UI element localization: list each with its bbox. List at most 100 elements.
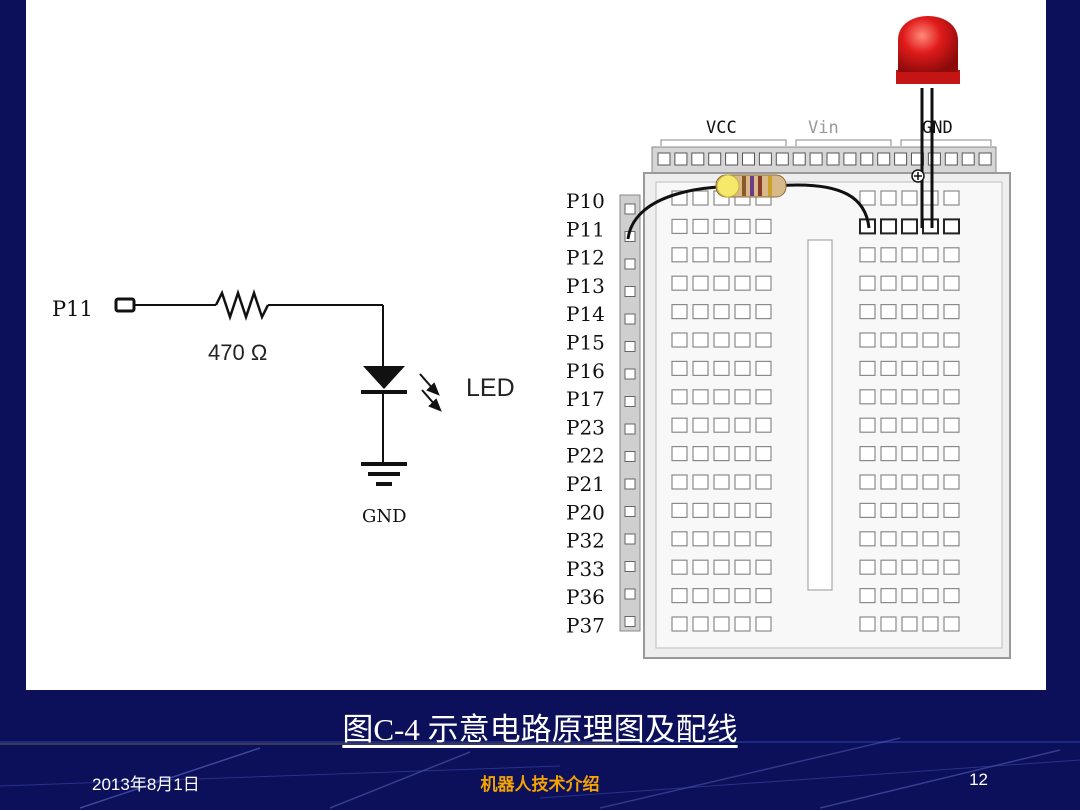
breadboard-hole (692, 446, 709, 462)
header-socket (978, 152, 992, 166)
breadboard-hole (692, 275, 709, 291)
breadboard-hole (901, 417, 918, 433)
header-socket (624, 203, 636, 215)
breadboard-hole (859, 332, 876, 348)
pin-label: P23 (566, 415, 605, 439)
header-socket (927, 152, 941, 166)
breadboard-hole (880, 332, 897, 348)
breadboard-hole (671, 559, 688, 575)
breadboard-hole (901, 616, 918, 632)
header-label-vcc: VCC (706, 118, 737, 138)
led-label: LED (466, 374, 515, 402)
pin-label-column: P10P11P12P13P14P15P16P17P23P22P21P20P32P… (566, 189, 605, 638)
breadboard-hole (755, 332, 772, 348)
pin-label: P15 (566, 331, 605, 355)
pin-label: P37 (566, 614, 605, 638)
breadboard-hole (734, 587, 751, 604)
pin-label: P33 (566, 557, 605, 581)
breadboard-hole (692, 559, 709, 575)
breadboard-hole (859, 446, 876, 462)
breadboard-hole (692, 616, 709, 632)
breadboard-hole (859, 389, 876, 405)
breadboard-hole (922, 474, 939, 490)
header-socket (624, 451, 636, 462)
header-socket (624, 313, 636, 325)
breadboard-hole (713, 474, 730, 490)
breadboard-hole (943, 587, 960, 604)
left-header-strip (619, 194, 641, 632)
breadboard-hole (734, 502, 751, 518)
breadboard-hole (901, 304, 918, 320)
footer-date: 2013年8月1日 (92, 775, 200, 794)
pin-label: P20 (566, 500, 605, 524)
breadboard-hole (713, 304, 730, 320)
breadboard-hole (859, 616, 876, 632)
center-channel (807, 239, 833, 591)
breadboard-hole (859, 559, 876, 575)
breadboard-hole (922, 502, 939, 518)
header-bracket (795, 139, 892, 146)
breadboard-hole (880, 360, 897, 376)
breadboard-hole (671, 531, 688, 547)
breadboard-hole (922, 417, 939, 433)
breadboard-hole (943, 247, 960, 263)
breadboard-hole (755, 389, 772, 405)
breadboard-hole (901, 559, 918, 575)
pin-label: P36 (566, 585, 605, 609)
breadboard-hole (713, 417, 730, 433)
breadboard-hole (859, 360, 876, 376)
breadboard-hole (880, 531, 897, 547)
breadboard-hole (692, 190, 709, 206)
header-socket (843, 152, 857, 166)
breadboard-hole (901, 446, 918, 462)
breadboard-hole (901, 531, 918, 547)
breadboard-hole (880, 587, 897, 604)
breadboard-hole (734, 304, 751, 320)
breadboard-hole (922, 587, 939, 604)
header-socket (961, 152, 975, 166)
breadboard-hole (734, 360, 751, 376)
breadboard-hole (692, 247, 709, 263)
breadboard-hole (734, 559, 751, 575)
header-label-vin: Vin (808, 118, 839, 138)
breadboard-hole (671, 417, 688, 433)
pin-label: P11 (566, 217, 605, 241)
breadboard-hole (671, 474, 688, 490)
header-socket (624, 286, 636, 297)
breadboard-hole (901, 247, 918, 263)
breadboard-hole (713, 247, 730, 263)
breadboard-hole (755, 417, 772, 433)
breadboard-hole (692, 218, 709, 234)
breadboard-hole (671, 502, 688, 518)
breadboard-hole (922, 531, 939, 547)
breadboard-hole (943, 559, 960, 575)
breadboard-hole (880, 474, 897, 490)
breadboard-hole (671, 247, 688, 263)
breadboard-hole (943, 531, 960, 547)
header-socket (624, 423, 636, 435)
breadboard-hole (901, 218, 918, 235)
pin-label: P21 (566, 472, 605, 496)
header-label-gnd: GND (922, 118, 953, 138)
header-socket (624, 588, 636, 600)
header-socket (624, 258, 636, 270)
breadboard-hole (943, 502, 960, 518)
breadboard-hole (880, 275, 897, 291)
breadboard-hole (880, 616, 897, 632)
breadboard-hole (671, 275, 688, 291)
header-socket (657, 152, 671, 166)
wire-resistor-to-led (773, 183, 871, 229)
breadboard-hole (755, 247, 772, 263)
pin-label: P12 (566, 246, 605, 270)
breadboard-hole (901, 474, 918, 490)
breadboard-hole (734, 417, 751, 433)
breadboard: P10P11P12P13P14P15P16P17P23P22P21P20P32P… (566, 16, 1011, 659)
breadboard-hole (671, 446, 688, 462)
breadboard-hole (859, 531, 876, 547)
pin-label: P14 (566, 302, 605, 326)
breadboard-hole (755, 474, 772, 490)
breadboard-hole (755, 304, 772, 320)
breadboard-hole (880, 304, 897, 320)
header-socket (624, 396, 636, 407)
